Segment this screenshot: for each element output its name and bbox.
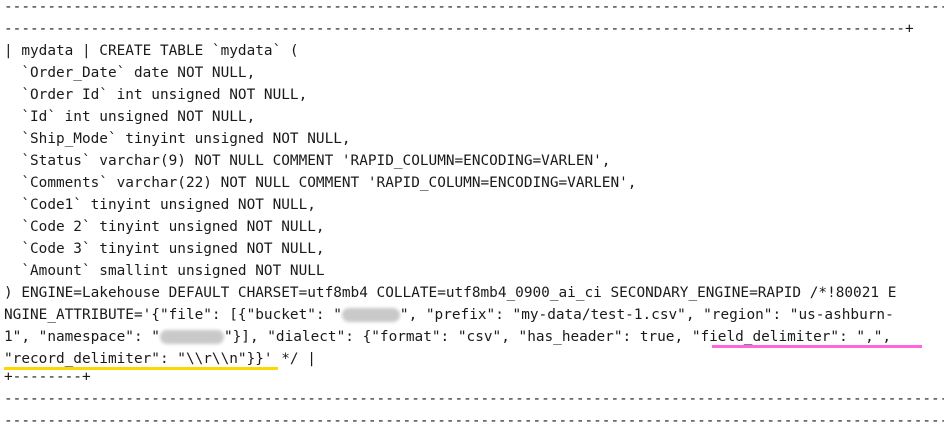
create-table-line: | mydata | CREATE TABLE `mydata` (: [4, 43, 299, 59]
record-delimiter-line: "record_delimiter": "\\r\\n"}}' */ |: [4, 348, 316, 370]
column-definition: `Status` varchar(9) NOT NULL COMMENT 'RA…: [4, 153, 611, 169]
separator-rule: ----------------------------------------…: [4, 413, 944, 429]
column-definition: `Code1` tinyint unsigned NOT NULL,: [4, 197, 316, 213]
record-delimiter-text: "record_delimiter": "\\r\\n": [4, 351, 247, 367]
separator-rule: ----------------------------------------…: [4, 391, 944, 407]
separator-rule: ----------------------------------------…: [4, 21, 914, 37]
column-definition: `Id` int unsigned NOT NULL,: [4, 109, 256, 125]
column-definition: `Order Id` int unsigned NOT NULL,: [4, 87, 308, 103]
namespace-text: 1", "namespace": ": [4, 329, 160, 345]
engine-attribute-text: NGINE_ATTRIBUTE='{"file": [{"bucket": ": [4, 307, 342, 323]
engine-attribute-line: NGINE_ATTRIBUTE='{"file": [{"bucket": " "…: [4, 304, 894, 326]
record-delimiter-highlight: [4, 367, 278, 370]
column-definition: `Order_Date` date NOT NULL,: [4, 65, 256, 81]
redacted-bucket: [341, 308, 400, 322]
engine-line: ) ENGINE=Lakehouse DEFAULT CHARSET=utf8m…: [4, 285, 897, 301]
separator-rule: +--------+: [4, 369, 91, 385]
column-definition: `Ship_Mode` tinyint unsigned NOT NULL,: [4, 131, 351, 147]
dialect-text: "}], "dialect": {"format": "csv", "has_h…: [223, 329, 692, 345]
redacted-namespace: [159, 330, 224, 344]
engine-attribute-text: ", "prefix": "my-data/test-1.csv", "regi…: [399, 307, 894, 323]
column-definition: `Code 3` tinyint unsigned NOT NULL,: [4, 241, 325, 257]
column-definition: `Amount` smallint unsigned NOT NULL: [4, 263, 325, 279]
column-definition: `Code 2` tinyint unsigned NOT NULL,: [4, 219, 325, 235]
field-delimiter-highlight: [712, 345, 922, 348]
separator-rule: ----------------------------------------…: [4, 0, 944, 15]
field-delimiter-text: "field_delimiter": ",": [691, 329, 883, 345]
dialect-separator: ,: [882, 329, 892, 345]
namespace-line: 1", "namespace": " "}], "dialect": {"form…: [4, 326, 891, 348]
column-definition: `Comments` varchar(22) NOT NULL COMMENT …: [4, 175, 637, 191]
record-delimiter-tail: }}' */ |: [246, 351, 316, 367]
